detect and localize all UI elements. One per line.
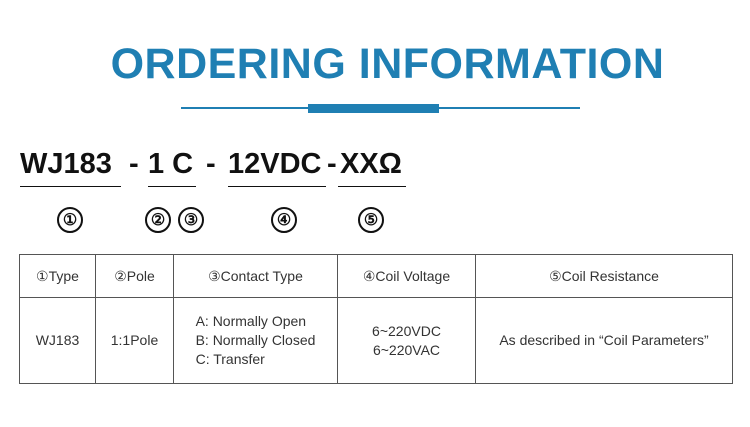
header-pole: ②Pole — [95, 254, 174, 298]
marker-5: ⑤ — [358, 207, 384, 233]
code-dash-2: - — [206, 148, 216, 180]
code-voltage-underline — [228, 186, 326, 187]
ordering-table: ①Type ②Pole ③Contact Type ④Coil Voltage … — [19, 254, 733, 384]
code-resistance-underline — [338, 186, 406, 187]
code-pole-contact: 1 C — [148, 148, 194, 180]
voltage-dc: 6~220VDC — [372, 322, 441, 339]
table-row: WJ183 1:1Pole A: Normally Open B: Normal… — [19, 297, 733, 384]
cell-coil-voltage: 6~220VDC 6~220VAC — [337, 297, 476, 384]
contact-option-b: B: Normally Closed — [195, 332, 316, 348]
code-pole-underline — [148, 186, 196, 187]
code-dash-1: - — [129, 148, 139, 180]
marker-1: ① — [57, 207, 83, 233]
code-dash-3: - — [327, 148, 337, 180]
title-divider-accent — [308, 104, 439, 113]
contact-option-a: A: Normally Open — [195, 313, 307, 329]
marker-2: ② — [145, 207, 171, 233]
header-coil-resistance: ⑤Coil Resistance — [475, 254, 733, 298]
code-voltage: 12VDC — [228, 148, 322, 180]
marker-3: ③ — [178, 207, 204, 233]
code-resistance: XXΩ — [340, 148, 402, 180]
marker-4: ④ — [271, 207, 297, 233]
header-coil-voltage: ④Coil Voltage — [337, 254, 476, 298]
header-type: ①Type — [19, 254, 96, 298]
voltage-ac: 6~220VAC — [372, 341, 441, 358]
page-title: ORDERING INFORMATION — [110, 40, 665, 88]
contact-option-c: C: Transfer — [195, 351, 265, 367]
code-type-underline — [20, 186, 121, 187]
cell-pole: 1:1Pole — [95, 297, 174, 384]
cell-contact-type: A: Normally Open B: Normally Closed C: T… — [173, 297, 338, 384]
cell-type: WJ183 — [19, 297, 96, 384]
table-header-row: ①Type ②Pole ③Contact Type ④Coil Voltage … — [19, 254, 733, 298]
code-type: WJ183 — [20, 148, 112, 180]
cell-coil-resistance: As described in “Coil Parameters” — [475, 297, 733, 384]
header-contact-type: ③Contact Type — [173, 254, 338, 298]
